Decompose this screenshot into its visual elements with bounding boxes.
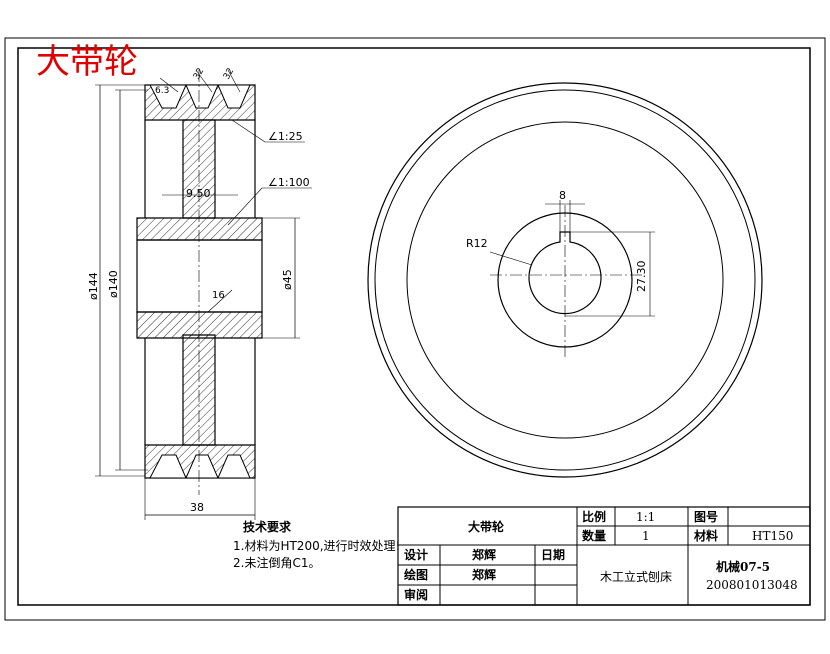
notes-heading: 技术要求 <box>243 519 292 534</box>
circle-pitch <box>374 89 756 471</box>
circle-outer <box>367 82 763 478</box>
dim-groove-h2: 32 <box>222 67 236 82</box>
tb-student-id: 200801013048 <box>706 578 798 592</box>
dim-keyway-width: 8 <box>559 189 566 202</box>
hub-bottom <box>136 311 263 339</box>
notes-line-1: 1.材料为HT200,进行时效处理! <box>233 538 400 553</box>
tb-draw-name: 郑辉 <box>472 567 496 582</box>
dim-groove-h: 32 <box>192 67 206 82</box>
tb-part-name: 大带轮 <box>468 519 505 534</box>
tb-qty-value: 1 <box>642 529 650 543</box>
dim-dia-outer: ø144 <box>87 272 100 300</box>
dim-rim-inner: 9.50 <box>186 187 211 200</box>
dim-dia-hub: ø45 <box>281 269 294 290</box>
dim-taper-2: ∠1:100 <box>268 176 310 189</box>
dim-fillet: R12 <box>466 237 488 250</box>
tb-class-name: 机械07-5 <box>716 559 770 574</box>
tb-scale-value: 1:1 <box>636 510 655 524</box>
dim-taper-1: ∠1:25 <box>268 130 303 143</box>
tb-project: 木工立式刨床 <box>600 569 672 584</box>
dim-hub-len: 16 <box>212 290 225 301</box>
tb-date-label: 日期 <box>541 547 565 562</box>
tb-material-label: 材料 <box>693 528 718 543</box>
hub-top <box>136 217 263 241</box>
tb-drawing-no-label: 图号 <box>694 509 718 524</box>
tb-review-label: 审阅 <box>404 587 428 602</box>
circle-rim-inner <box>406 121 724 439</box>
tb-draw-label: 绘图 <box>404 567 428 582</box>
notes-line-2: 2.未注倒角C1。 <box>233 555 320 570</box>
section-view: 6.3 32 32 ∠1:25 ∠1:100 9.50 ø144 ø140 ø4… <box>87 67 312 520</box>
dim-groove-depth: 6.3 <box>155 86 169 96</box>
tb-scale-label: 比例 <box>582 509 606 524</box>
tb-design-name: 郑辉 <box>472 547 496 562</box>
tb-design-label: 设计 <box>404 547 428 562</box>
outer-frame <box>4 37 826 621</box>
tb-material-value: HT150 <box>752 529 793 543</box>
title-stamp: 大带轮 <box>36 42 138 82</box>
technical-notes: 技术要求 1.材料为HT200,进行时效处理! 2.未注倒角C1。 <box>233 519 400 570</box>
front-view: 8 27.30 R12 <box>367 82 763 478</box>
dim-key-depth: 27.30 <box>635 261 648 293</box>
dim-dia-pitch: ø140 <box>107 270 120 298</box>
tb-qty-label: 数量 <box>582 528 606 543</box>
dim-width: 38 <box>190 501 204 514</box>
bore <box>136 239 263 313</box>
title-block: 大带轮 比例 1:1 图号 数量 1 材料 HT150 设计 郑辉 日期 绘图 … <box>397 506 811 606</box>
